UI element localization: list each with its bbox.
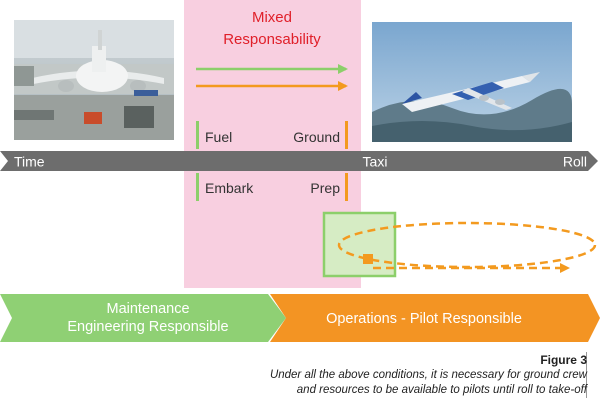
maintenance-band-line2: Engineering Responsible: [67, 319, 228, 335]
figure-caption-line2: and resources to be available to pilots …: [296, 384, 587, 396]
mixed-title-line2: Responsability: [223, 31, 321, 48]
figure-title: Figure 3: [540, 353, 587, 367]
operations-band-label: Operations - Pilot Responsible: [326, 311, 522, 327]
aircraft-at-gate-photo: [14, 20, 174, 140]
aircraft-takeoff-photo: [372, 22, 572, 142]
task-ground: Ground: [293, 129, 340, 145]
maintenance-band-line1: Maintenance: [106, 301, 189, 317]
figure-caption-line1: Under all the above conditions, it is ne…: [269, 369, 587, 381]
timeline-mid-label: Taxi: [363, 154, 388, 170]
fuel-marker: [196, 121, 199, 149]
maintenance-band: [0, 294, 286, 342]
timeline-bar: [0, 151, 598, 171]
ground-marker: [345, 121, 348, 149]
task-prep: Prep: [310, 180, 340, 196]
prep-marker: [345, 173, 348, 201]
embark-marker: [196, 173, 199, 201]
task-fuel: Fuel: [205, 129, 232, 145]
handover-box: [322, 211, 397, 278]
timeline-end-label: Roll: [563, 154, 587, 170]
start-point-marker: [363, 254, 373, 264]
operations-band: [270, 294, 600, 342]
timeline-start-label: Time: [14, 154, 45, 170]
caption-rule: [586, 352, 587, 398]
task-embark: Embark: [205, 180, 254, 196]
mixed-title-line1: Mixed: [252, 9, 292, 26]
